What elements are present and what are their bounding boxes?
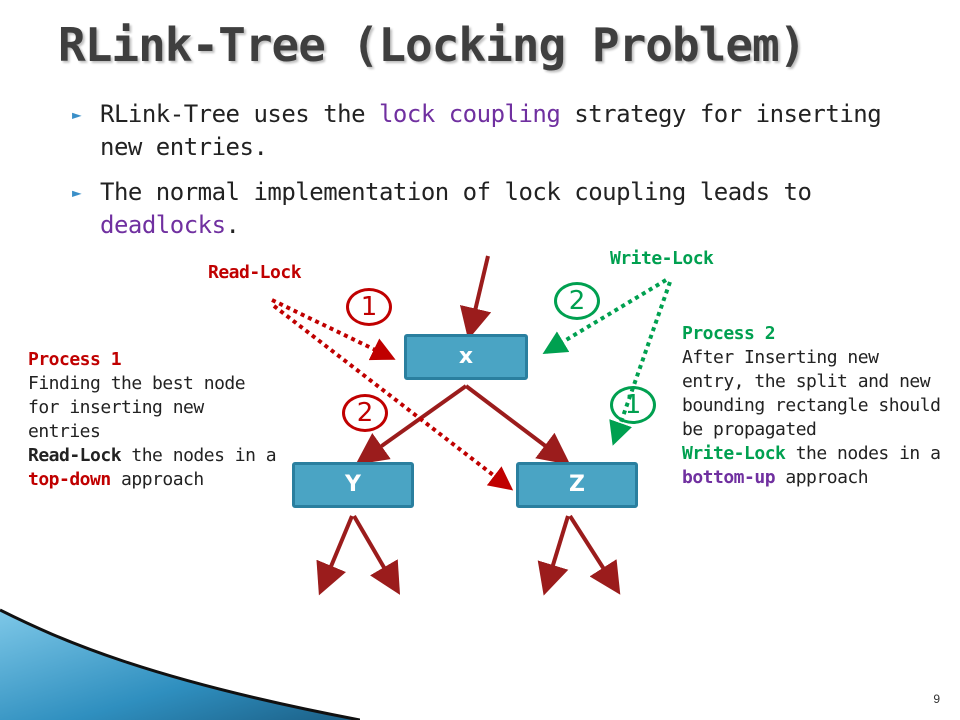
process2-tail1: the nodes in a [785,443,941,464]
process1-heading: Process 1 [28,349,122,370]
process2-description: After Inserting new entry, the split and… [682,347,941,440]
process1-tail1: the nodes in a [121,445,277,466]
write-step-1: 1 [610,386,656,424]
page-number: 9 [933,692,940,706]
process2-tail2: approach [775,467,869,488]
read-step-1: 1 [346,288,392,326]
bullet-text: . [225,211,240,239]
process1-direction: top-down [28,469,111,490]
edge-x-to-z [464,384,571,465]
edge-x-to-y [355,384,468,465]
bullet-highlight: deadlocks [100,211,226,239]
process2-heading: Process 2 [682,323,776,344]
node-z: Z [516,462,638,508]
corner-decoration [0,608,360,720]
read-lock-label: Read-Lock [208,262,302,283]
process1-description: Finding the best node for inserting new … [28,373,246,442]
edge-y-right [352,514,401,595]
edge-z-left [537,515,570,596]
read-lock-arrow-z [272,304,514,491]
bullet-marker-icon: ► [72,105,82,124]
edge-z-right [568,514,621,595]
process2-lock: Write-Lock [682,443,786,464]
bullet-highlight: lock coupling [378,100,561,128]
bullet-text: strategy for inserting new entries. [100,100,882,161]
slide-title: RLink-Tree (Locking Problem) [58,18,806,72]
bullet-item: ► RLink-Tree uses the lock coupling stra… [72,98,902,164]
read-lock-arrow-x [271,298,396,361]
process2-text: Process 2 After Inserting new entry, the… [682,322,944,490]
process1-lock: Read-Lock [28,445,122,466]
process1-tail2: approach [110,469,204,490]
process1-lock-line: Read-Lock the nodes in a top-down approa… [28,444,278,492]
write-step-2: 2 [554,282,600,320]
bullet-text: The normal implementation of lock coupli… [100,178,812,206]
node-y: Y [292,462,414,508]
bullet-marker-icon: ► [72,183,82,202]
process2-direction: bottom-up [682,467,776,488]
edge-root-to-x [459,255,492,340]
edge-y-left [316,515,354,596]
bullet-item: ► The normal implementation of lock coup… [72,176,902,242]
node-x: x [404,334,528,380]
process1-text: Process 1 Finding the best node for inse… [28,348,278,492]
bullet-list: ► RLink-Tree uses the lock coupling stra… [72,98,902,254]
process2-lock-line: Write-Lock the nodes in a bottom-up appr… [682,442,944,490]
write-lock-label: Write-Lock [610,248,714,269]
read-step-2: 2 [342,394,388,432]
bullet-text: RLink-Tree uses the [100,100,379,128]
